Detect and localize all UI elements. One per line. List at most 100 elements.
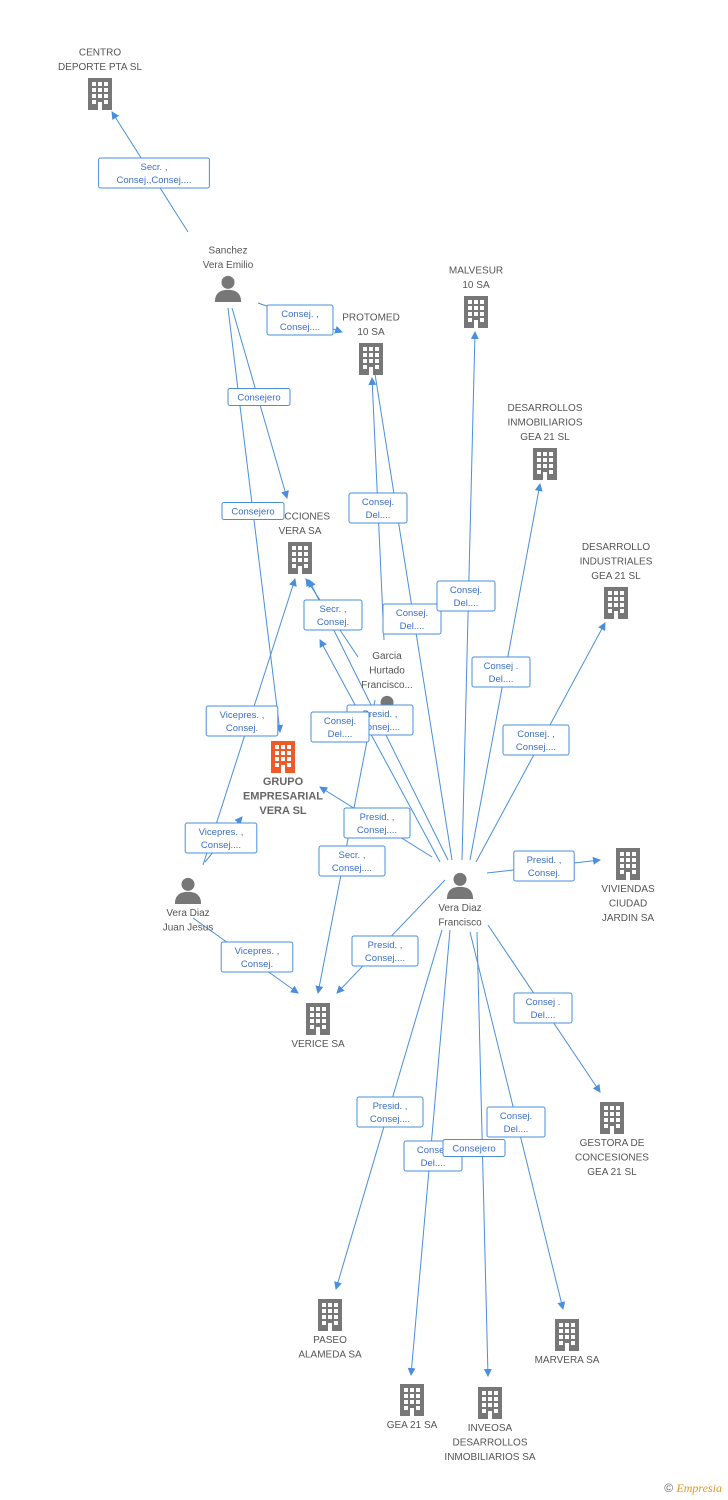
role-label: Consej.... [516, 742, 556, 753]
role-box-frame [221, 502, 285, 520]
role-box[interactable]: Consejero [221, 502, 285, 520]
person-icon [446, 872, 474, 899]
building-icon [478, 1387, 502, 1419]
node-label: INVEOSA [468, 1423, 513, 1434]
role-label: Consej.... [332, 863, 372, 874]
role-label: Secr. , [141, 162, 168, 173]
role-label: Consej . [484, 661, 519, 672]
role-box[interactable]: Consej.Del.... [486, 1106, 546, 1138]
role-label: Presid. , [363, 709, 398, 720]
role-box-frame [343, 807, 411, 839]
role-label: Consej. [362, 497, 394, 508]
node-label: GEA 21 SL [520, 432, 570, 443]
building-icon [400, 1384, 424, 1416]
role-label: Secr. , [339, 850, 366, 861]
role-label: Consejero [452, 1144, 495, 1155]
node-label: CONCESIONES [575, 1153, 649, 1164]
role-box[interactable]: Vicepres. ,Consej. [205, 705, 279, 737]
role-box-frame [184, 822, 258, 854]
node-label: EMPRESARIAL [243, 791, 323, 803]
role-label: Consej.... [360, 722, 400, 733]
role-label: Consej. [500, 1111, 532, 1122]
building-icon [318, 1299, 342, 1331]
role-label: Consej.... [370, 1114, 410, 1125]
role-box[interactable]: Consejero [442, 1139, 506, 1157]
role-box[interactable]: Secr. , Consej.,Consej.... [98, 157, 210, 189]
edge-vera_francisco-to-construcciones_vera [319, 639, 441, 863]
role-label: Consej. , [517, 729, 555, 740]
node-label: Vera Diaz [166, 908, 209, 919]
node-marvera[interactable]: MARVERA SA [535, 1319, 600, 1366]
node-label: Juan Jesus [163, 923, 214, 934]
role-box-frame [227, 388, 291, 406]
role-label: Del.... [400, 621, 425, 632]
role-label: Presid. , [373, 1101, 408, 1112]
role-label: Consej. [317, 617, 349, 628]
node-label: DEPORTE PTA SL [58, 62, 143, 73]
role-box[interactable]: Vicepres. ,Consej.... [184, 822, 258, 854]
role-box[interactable]: Consej.Del.... [348, 492, 408, 524]
role-box-frame [436, 580, 496, 612]
role-label: Presid. , [368, 940, 403, 951]
copyright-symbol: © [664, 1481, 674, 1495]
role-box[interactable]: Consej .Del.... [471, 656, 531, 688]
role-box[interactable]: Consejero [227, 388, 291, 406]
role-box-frame [513, 850, 575, 882]
role-box[interactable]: Secr. , Consej. [303, 599, 363, 631]
node-label: VERA SA [279, 526, 322, 537]
node-gea21[interactable]: GEA 21 SA [387, 1384, 438, 1431]
role-box-frame [348, 492, 408, 524]
node-label: DESARROLLOS [507, 403, 582, 414]
role-box-frame [303, 599, 363, 631]
role-box[interactable]: Consej.Del.... [436, 580, 496, 612]
building-icon [88, 78, 112, 110]
role-box[interactable]: Secr. , Consej.... [318, 845, 386, 877]
role-box-frame [98, 157, 210, 189]
node-label: CIUDAD [609, 899, 647, 910]
node-verice[interactable]: VERICE SA [291, 1003, 345, 1050]
role-box[interactable]: Consej.Del.... [310, 711, 370, 743]
node-label: GESTORA DE [580, 1138, 645, 1149]
role-label: Consejero [237, 393, 280, 404]
role-box[interactable]: Consej. , Consej.... [502, 724, 570, 756]
node-garcia_hurtado[interactable]: GarciaHurtadoFrancisco... [361, 651, 413, 722]
role-label: Del.... [454, 598, 479, 609]
role-box[interactable]: Presid. ,Consej.... [351, 935, 419, 967]
role-box[interactable]: Presid. ,Consej.... [343, 807, 411, 839]
node-centro_deporte[interactable]: CENTRO DEPORTE PTA SL [58, 48, 143, 111]
role-label: Consej. [396, 608, 428, 619]
brand-logo[interactable]: Empresia [676, 1481, 722, 1495]
node-label: GEA 21 SL [591, 571, 641, 582]
role-label: Consej.... [201, 840, 241, 851]
node-label: Garcia [372, 651, 402, 662]
role-box[interactable]: Consej. ,Consej.... [266, 304, 334, 336]
role-box[interactable]: Vicepres. ,Consej. [220, 941, 294, 973]
role-box[interactable]: Consej. Del.... [382, 603, 442, 635]
role-box[interactable]: Presid. , Consej.... [356, 1096, 424, 1128]
node-label: CENTRO [79, 48, 121, 59]
copyright-notice: © Empresia [664, 1481, 722, 1496]
role-box[interactable]: Presid. ,Consej. [513, 850, 575, 882]
role-label: Consej.,Consej.... [117, 175, 192, 186]
node-label: Vera Diaz [438, 903, 481, 914]
role-label: Secr. , [320, 604, 347, 615]
node-label: GRUPO [263, 776, 304, 788]
role-box-frame [266, 304, 334, 336]
role-label: Presid. , [527, 855, 562, 866]
role-box[interactable]: Consej .Del.... [513, 992, 573, 1024]
node-label: MARVERA SA [535, 1355, 600, 1366]
